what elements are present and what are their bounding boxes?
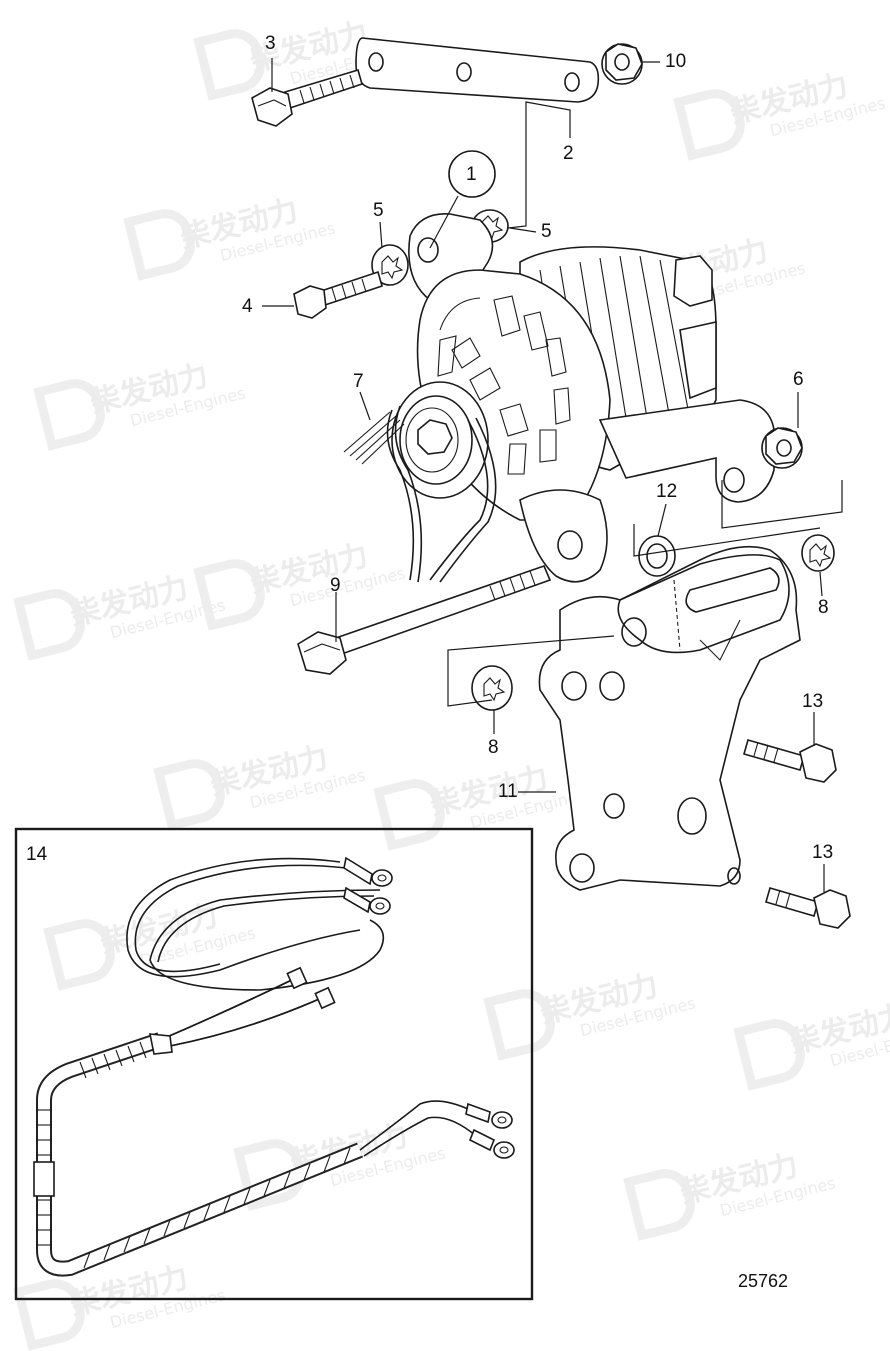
callout-5-right: 5 <box>541 221 552 242</box>
part-5-washer-lower <box>371 244 409 286</box>
sheath-ribs <box>36 1041 351 1269</box>
part-13-bolt-lower <box>765 887 851 929</box>
callout-7: 7 <box>353 371 364 392</box>
figure-number: 25762 <box>738 1271 789 1291</box>
part-11-mounting-bracket <box>538 545 801 891</box>
leader-lines <box>262 58 843 892</box>
part-8-washer-right <box>801 534 835 572</box>
part-14-cable-harness <box>33 856 515 1277</box>
part-6-nut <box>761 427 803 469</box>
part-2-bracket-strap <box>355 37 600 103</box>
callout-12: 12 <box>656 481 678 502</box>
part-4-bolt <box>293 270 383 319</box>
part-12-washer <box>638 535 676 577</box>
inset-frame <box>14 827 534 1301</box>
callout-6: 6 <box>793 369 804 390</box>
callout-11: 11 <box>498 781 518 802</box>
callout-circle-1 <box>448 150 496 198</box>
callout-14: 14 <box>26 844 48 865</box>
callout-8-left: 8 <box>488 737 499 758</box>
part-7-v-belt <box>343 405 497 583</box>
part-10-nut <box>601 43 643 85</box>
part-3-bolt <box>251 68 363 127</box>
callout-1: 1 <box>466 164 477 185</box>
callout-4: 4 <box>242 296 253 317</box>
part-13-bolt-upper <box>743 739 837 783</box>
callout-10: 10 <box>665 51 687 72</box>
callout-8-right: 8 <box>818 597 829 618</box>
part-9-long-bolt <box>297 565 552 675</box>
callout-13-lower: 13 <box>812 842 834 863</box>
callout-5-left: 5 <box>373 200 384 221</box>
diagram-drawing <box>14 37 851 1301</box>
callout-3: 3 <box>265 33 276 54</box>
callout-13-upper: 13 <box>802 691 824 712</box>
callout-2: 2 <box>563 143 574 164</box>
part-8-washer-left <box>471 665 513 711</box>
part-1-alternator <box>391 213 775 583</box>
callout-9: 9 <box>330 575 341 596</box>
